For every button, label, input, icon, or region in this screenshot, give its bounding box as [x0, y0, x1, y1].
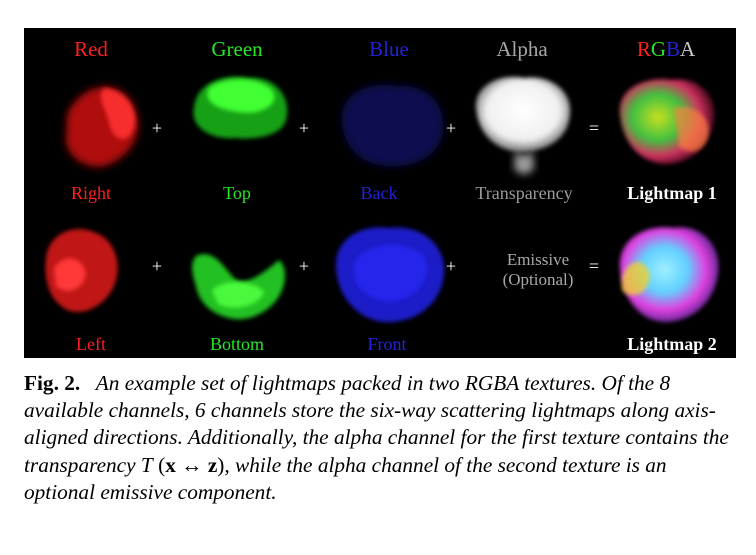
math-z: z: [207, 452, 218, 477]
math-T: T: [140, 452, 153, 477]
figure-graphics: [45, 76, 719, 323]
equals-sign: =: [588, 256, 600, 276]
caption-text-end: , while the alpha channel of the second …: [24, 452, 667, 504]
alpha-transparency-cloud: [475, 76, 571, 174]
plus-sign: +: [445, 118, 457, 138]
label-transparency: Transparency: [475, 183, 573, 203]
figure-caption: Fig. 2. An example set of lightmaps pack…: [24, 370, 739, 506]
math-open-paren: (: [152, 452, 166, 477]
math-x: x: [165, 452, 176, 477]
blue-back-cloud: [341, 84, 444, 167]
label-lightmap-2: Lightmap 2: [627, 334, 717, 354]
caption-text: An example set of lightmaps packed in tw…: [24, 371, 729, 477]
plus-sign: +: [151, 256, 163, 276]
plus-sign: +: [298, 118, 310, 138]
header-blue: Blue: [369, 37, 409, 61]
math-close-paren: ): [217, 452, 225, 477]
red-right-cloud: [65, 86, 138, 167]
red-left-cloud: [45, 229, 118, 312]
green-top-cloud: [193, 76, 288, 139]
header-red: Red: [74, 37, 108, 61]
plus-sign: +: [151, 118, 163, 138]
rgba-lightmap2-cloud: [619, 227, 719, 323]
lightmap-figure: Red Green Blue Alpha RGBA + + + = Right …: [24, 28, 736, 358]
blue-front-cloud: [335, 227, 445, 323]
math-arrow: ↔: [175, 452, 208, 477]
emissive-optional-label: Emissive (Optional): [467, 250, 609, 290]
label-lightmap-1: Lightmap 1: [627, 183, 717, 203]
equals-sign: =: [588, 118, 600, 138]
label-top: Top: [223, 183, 251, 203]
header-rgba-a: A: [680, 37, 696, 61]
header-alpha: Alpha: [496, 37, 548, 61]
optional-line: (Optional): [502, 270, 574, 289]
label-right: Right: [70, 183, 111, 203]
label-back: Back: [360, 183, 398, 203]
header-rgba: RGBA: [596, 34, 736, 64]
header-green: Green: [211, 37, 263, 61]
green-bottom-cloud: [192, 254, 286, 320]
emissive-line: Emissive: [506, 250, 570, 269]
plus-sign: +: [298, 256, 310, 276]
label-front: Front: [367, 334, 407, 354]
header-rgba-g: G: [650, 37, 666, 61]
label-left: Left: [76, 334, 106, 354]
plus-sign: +: [445, 256, 457, 276]
header-rgba-b: B: [666, 37, 681, 61]
label-bottom: Bottom: [209, 334, 264, 354]
figure-label: Fig. 2.: [24, 371, 81, 395]
header-rgba-r: R: [636, 37, 651, 61]
rgba-lightmap1-cloud: [619, 79, 715, 165]
